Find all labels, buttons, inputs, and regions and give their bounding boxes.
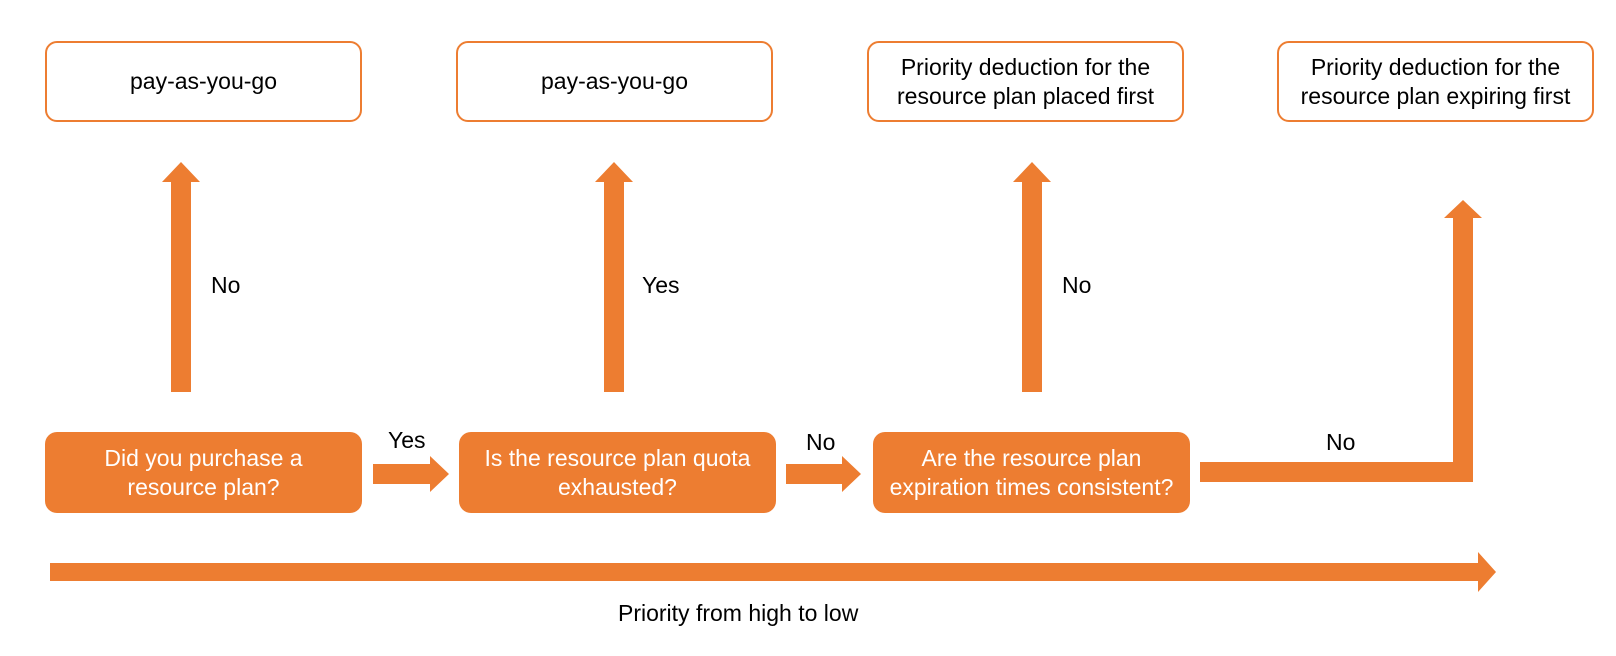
edge-label-decision-1-up: No <box>211 272 241 298</box>
outcome-text: pay-as-you-go <box>540 68 689 94</box>
arrow-right-decision-2-to-3 <box>786 456 861 492</box>
priority-label: Priority from high to low <box>618 600 859 626</box>
decision-box-purchased-plan: Did you purchase a resource plan? <box>45 432 362 513</box>
edge-label-decision-2-up: Yes <box>642 272 680 298</box>
decision-text: Are the resource plan expiration times c… <box>889 444 1174 500</box>
edge-label-decision-1-to-2: Yes <box>388 427 426 453</box>
outcome-text: pay-as-you-go <box>129 68 278 94</box>
arrow-up-decision-2 <box>595 162 633 392</box>
arrow-up-decision-3 <box>1013 162 1051 392</box>
edge-label-decision-2-to-3: No <box>806 429 836 455</box>
priority-arrow <box>50 552 1496 592</box>
outcome-text: Priority deduction for the resource plan… <box>1300 53 1571 109</box>
arrow-elbow-decision-3-to-outcome-4 <box>1200 200 1482 482</box>
outcome-box-expiring-first: Priority deduction for the resource plan… <box>1277 41 1594 122</box>
outcome-text: Priority deduction for the resource plan… <box>897 53 1154 109</box>
arrow-right-decision-1-to-2 <box>373 456 449 492</box>
edge-label-decision-3-up: No <box>1062 272 1092 298</box>
outcome-box-pay-as-you-go-1: pay-as-you-go <box>45 41 362 122</box>
decision-text: Did you purchase a resource plan? <box>104 444 303 500</box>
arrow-up-decision-1 <box>162 162 200 392</box>
decision-text: Is the resource plan quota exhausted? <box>484 444 751 500</box>
outcome-box-pay-as-you-go-2: pay-as-you-go <box>456 41 773 122</box>
decision-box-expiration-consistent: Are the resource plan expiration times c… <box>873 432 1190 513</box>
decision-box-quota-exhausted: Is the resource plan quota exhausted? <box>459 432 776 513</box>
edge-label-decision-3-to-end: No <box>1326 429 1356 455</box>
outcome-box-placed-first: Priority deduction for the resource plan… <box>867 41 1184 122</box>
